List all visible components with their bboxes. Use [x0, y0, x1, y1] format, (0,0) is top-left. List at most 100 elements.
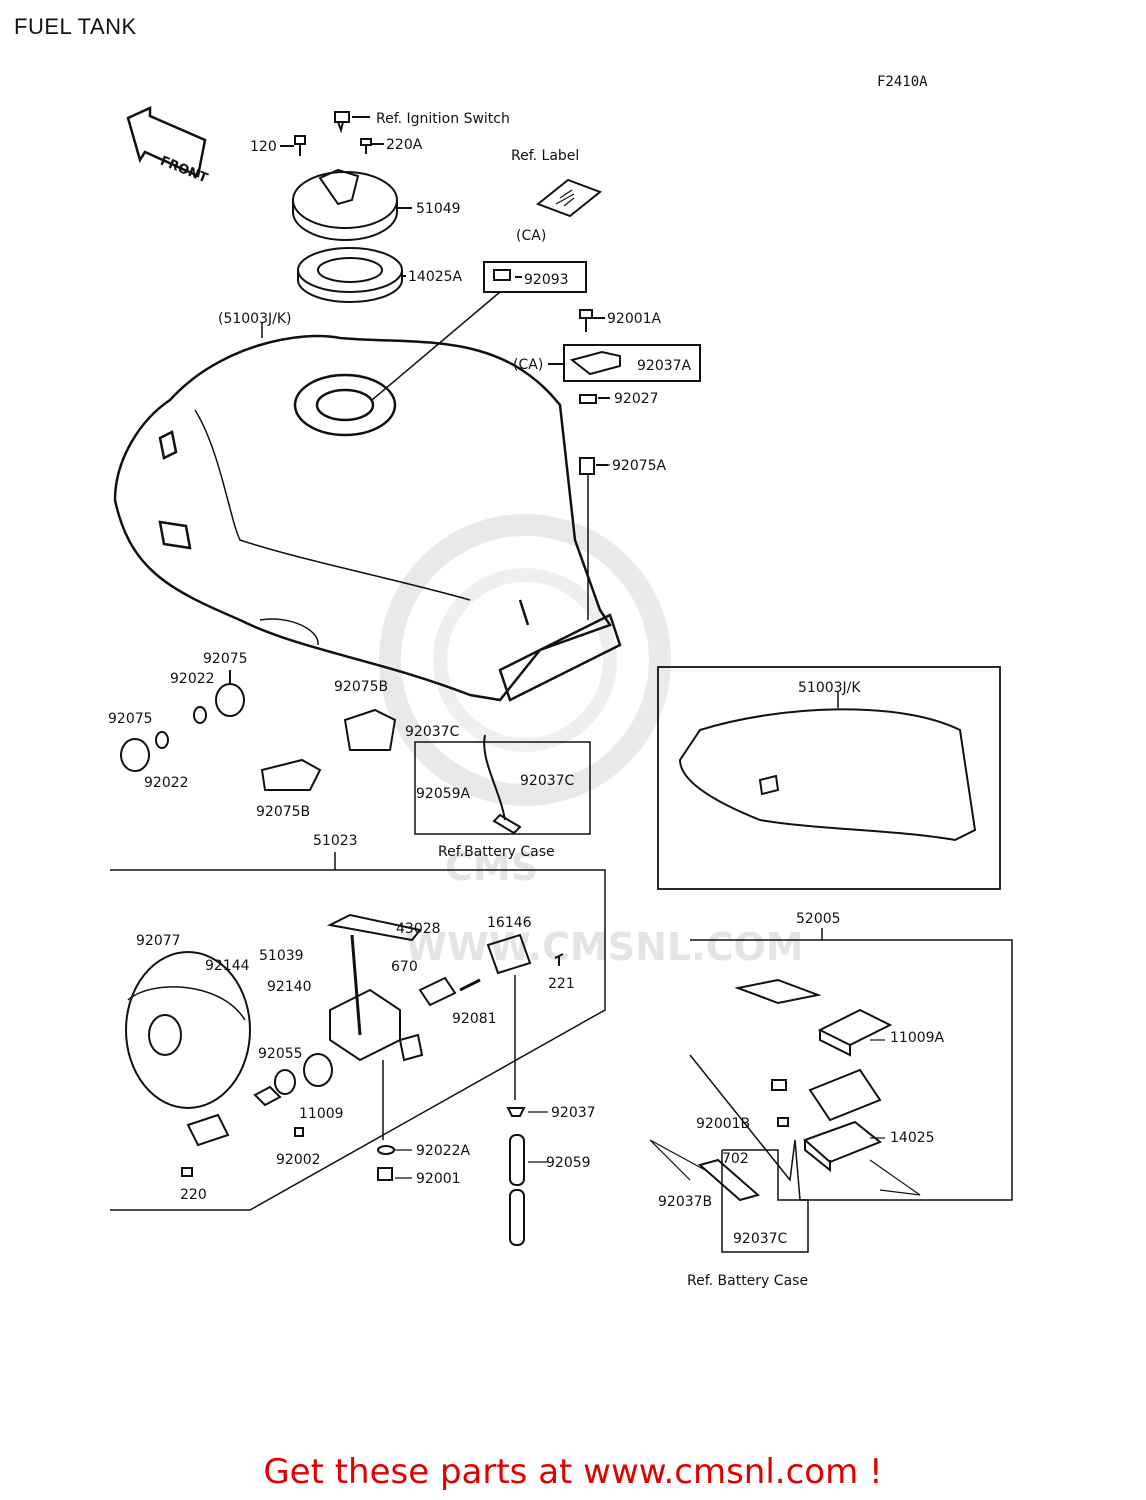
screw-221	[554, 953, 564, 966]
label-120: 120	[250, 139, 277, 155]
label-92075-lower: 92075	[108, 711, 153, 727]
label-92144: 92144	[205, 958, 250, 974]
label-92037c-b: 92037C	[520, 773, 575, 789]
footer-link[interactable]: Get these parts at www.cmsnl.com !	[263, 1452, 883, 1492]
screw-92002	[294, 1127, 304, 1137]
label-220a: 220A	[386, 137, 423, 153]
fuel-tank-51003jk	[113, 322, 622, 702]
label-92001: 92001	[416, 1171, 461, 1187]
label-92055: 92055	[258, 1046, 303, 1062]
screw-220	[181, 1167, 193, 1177]
connector-part	[771, 1079, 787, 1091]
hose-92059-b	[509, 1189, 525, 1246]
diagram-code: F2410A	[877, 74, 928, 90]
damper-92075-lower	[120, 731, 169, 772]
label-14025a: 14025A	[408, 269, 463, 285]
gasket-plate	[186, 1113, 230, 1147]
hose-92059-a	[509, 1134, 525, 1186]
label-51003jk: 51003J/K	[798, 680, 861, 696]
label-ref-battery-2: Ref. Battery Case	[687, 1273, 808, 1289]
bolt-92001a	[579, 309, 593, 332]
label-92001a: 92001A	[607, 311, 662, 327]
label-92140: 92140	[267, 979, 312, 995]
page-title: FUEL TANK	[14, 14, 137, 39]
lever-51039	[326, 913, 422, 942]
label-ref-label: Ref. Label	[511, 148, 579, 164]
label-92002: 92002	[276, 1152, 321, 1168]
bolt-120	[294, 135, 306, 156]
damper-92075a	[579, 457, 595, 475]
label-92022a: 92022A	[416, 1143, 471, 1159]
label-92093: 92093	[524, 272, 569, 288]
diaphragm-16146	[486, 933, 532, 975]
label-670: 670	[391, 959, 418, 975]
label-ca-2: (CA)	[513, 357, 543, 373]
ignition-switch-part	[334, 111, 350, 134]
label-92001b: 92001B	[696, 1116, 750, 1132]
filter-11009	[303, 1053, 333, 1087]
bracket-92075b-b	[260, 758, 322, 791]
part-labels: FRONT Ref. Ignition Switch 120 220A Ref.…	[108, 111, 945, 1289]
label-92037c-c: 92037C	[733, 1231, 788, 1247]
label-92022-upper: 92022	[170, 671, 215, 687]
plug-part	[253, 1085, 282, 1107]
watermark-brand: CMS	[445, 845, 538, 889]
front-arrow-icon	[126, 106, 207, 178]
label-92037c-a: 92037C	[405, 724, 460, 740]
bracket-92075b-a	[343, 708, 397, 751]
label-92037a: 92037A	[637, 358, 692, 374]
label-92027: 92027	[614, 391, 659, 407]
cushion-11009a	[817, 1008, 893, 1057]
label-43028: 43028	[396, 921, 441, 937]
watermark: CMS WWW.CMSNL.COM	[379, 514, 804, 969]
label-92081: 92081	[452, 1011, 497, 1027]
label-92075b-b: 92075B	[256, 804, 310, 820]
fuel-pump-body	[808, 1068, 882, 1122]
label-221: 221	[548, 976, 575, 992]
label-51049: 51049	[416, 201, 461, 217]
label-51023: 51023	[313, 833, 358, 849]
label-11009: 11009	[299, 1106, 344, 1122]
fuel-tank-variant	[678, 708, 977, 842]
bracket-14025	[803, 1120, 882, 1173]
bolt-220a	[360, 138, 372, 154]
damper-92075-upper	[193, 670, 245, 724]
label-ref-battery-1: Ref.Battery Case	[438, 844, 555, 860]
grommet-92027	[579, 394, 597, 404]
battery-case-box-1	[414, 741, 591, 835]
hose-702	[697, 1158, 761, 1202]
battery-case-box-2	[721, 1149, 809, 1253]
label-92037: 92037	[551, 1105, 596, 1121]
washer-92022a	[377, 1145, 395, 1155]
filter-cover-92077	[125, 951, 251, 1109]
o-ring-92055	[274, 1069, 296, 1095]
label-92075b-a: 92075B	[334, 679, 388, 695]
label-ca-1: (CA)	[516, 228, 546, 244]
label-220: 220	[180, 1187, 207, 1203]
tank-variant-box	[657, 666, 1001, 890]
label-92059: 92059	[546, 1155, 591, 1171]
ref-label-icon	[536, 178, 602, 218]
bolt-92001	[377, 1167, 393, 1181]
pad-part	[734, 978, 822, 1005]
gasket-ring-14025a	[297, 247, 406, 303]
label-702: 702	[722, 1151, 749, 1167]
bolt-92001b	[777, 1117, 789, 1127]
label-ref-ignition: Ref. Ignition Switch	[376, 111, 510, 127]
fuel-petcock	[329, 934, 424, 1062]
label-51003jk-paren: (51003J/K)	[218, 311, 292, 327]
label-92022-lower: 92022	[144, 775, 189, 791]
ca-box-92093	[483, 261, 587, 293]
label-11009a: 11009A	[890, 1030, 945, 1046]
filler-cap-51049	[292, 168, 412, 241]
label-52005: 52005	[796, 911, 841, 927]
spring-92081	[459, 978, 481, 992]
label-92075a: 92075A	[612, 458, 667, 474]
label-51039: 51039	[259, 948, 304, 964]
label-92075-upper: 92075	[203, 651, 248, 667]
petcock-box	[110, 869, 606, 1211]
clip-92037	[506, 1107, 526, 1117]
label-92037b: 92037B	[658, 1194, 712, 1210]
plate-43028	[418, 976, 457, 1007]
